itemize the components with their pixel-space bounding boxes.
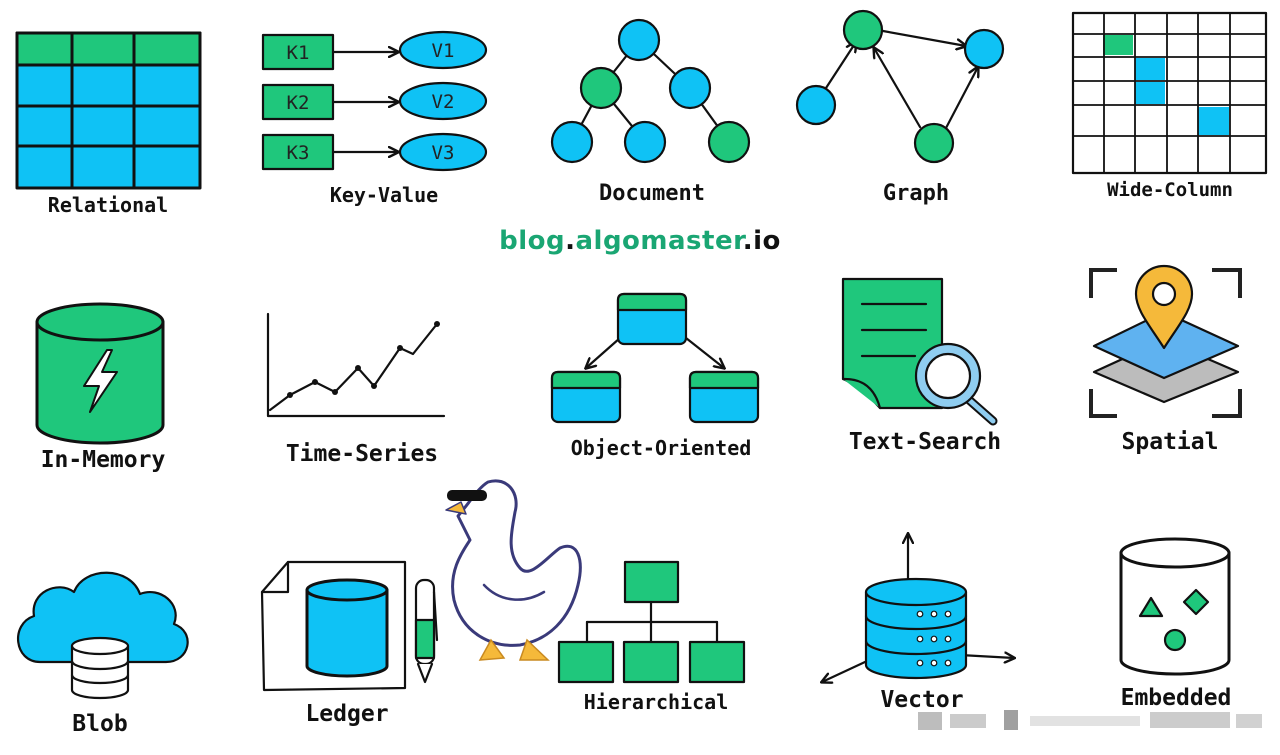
document-label: Document	[599, 181, 705, 206]
pen-icon	[414, 578, 439, 684]
sunglasses-icon	[447, 490, 487, 501]
spatial-icon	[1089, 264, 1242, 418]
brand-dot-1: .	[565, 226, 576, 256]
time-series-label: Time-Series	[286, 441, 438, 467]
watermark-blur	[918, 710, 1262, 730]
object-oriented-label: Object-Oriented	[571, 436, 752, 460]
vector-label: Vector	[880, 687, 963, 713]
kv-value-3: V3	[432, 142, 455, 164]
graph-icon	[795, 9, 1005, 164]
brand-part-blog: blog	[499, 226, 566, 256]
hierarchical-icon	[557, 560, 746, 684]
blob-label: Blob	[72, 711, 127, 737]
duck-mascot-icon	[445, 479, 582, 661]
ledger-label: Ledger	[305, 701, 388, 727]
in-memory-icon	[35, 302, 165, 445]
cloud-icon	[17, 571, 189, 664]
kv-value-1: V1	[432, 40, 455, 62]
relational-label: Relational	[48, 193, 168, 217]
kv-key-1: K1	[287, 42, 310, 64]
vector-icon	[822, 534, 1014, 682]
brand-dot-2: .	[742, 226, 754, 256]
brand-part-io: io	[753, 226, 781, 256]
kv-value-2: V2	[432, 91, 455, 113]
embedded-icon	[1119, 537, 1231, 676]
ledger-icon	[260, 560, 439, 692]
document-tree-icon	[550, 18, 751, 164]
key-value-label: Key-Value	[330, 183, 438, 207]
kv-key-3: K3	[287, 142, 310, 164]
object-oriented-icon	[550, 292, 760, 424]
in-memory-label: In-Memory	[41, 447, 166, 473]
brand-watermark: blog.algomaster.io	[0, 226, 1280, 256]
hierarchical-label: Hierarchical	[584, 690, 729, 714]
text-search-icon	[841, 277, 998, 426]
kv-key-2: K2	[287, 92, 310, 114]
wide-column-label: Wide-Column	[1107, 179, 1233, 201]
relational-icon	[15, 31, 202, 190]
spatial-label: Spatial	[1122, 429, 1219, 455]
graph-label: Graph	[883, 181, 949, 206]
key-value-icon: K1 K2 K3 V1 V2 V3	[261, 30, 488, 172]
text-search-label: Text-Search	[849, 429, 1001, 455]
time-series-chart-icon	[266, 312, 446, 418]
map-pin-icon	[1134, 264, 1194, 350]
brand-part-algomaster: algomaster	[575, 226, 743, 256]
wide-column-icon	[1071, 11, 1268, 175]
blob-icon	[17, 571, 189, 700]
lightning-icon	[83, 349, 118, 413]
embedded-label: Embedded	[1121, 685, 1232, 711]
